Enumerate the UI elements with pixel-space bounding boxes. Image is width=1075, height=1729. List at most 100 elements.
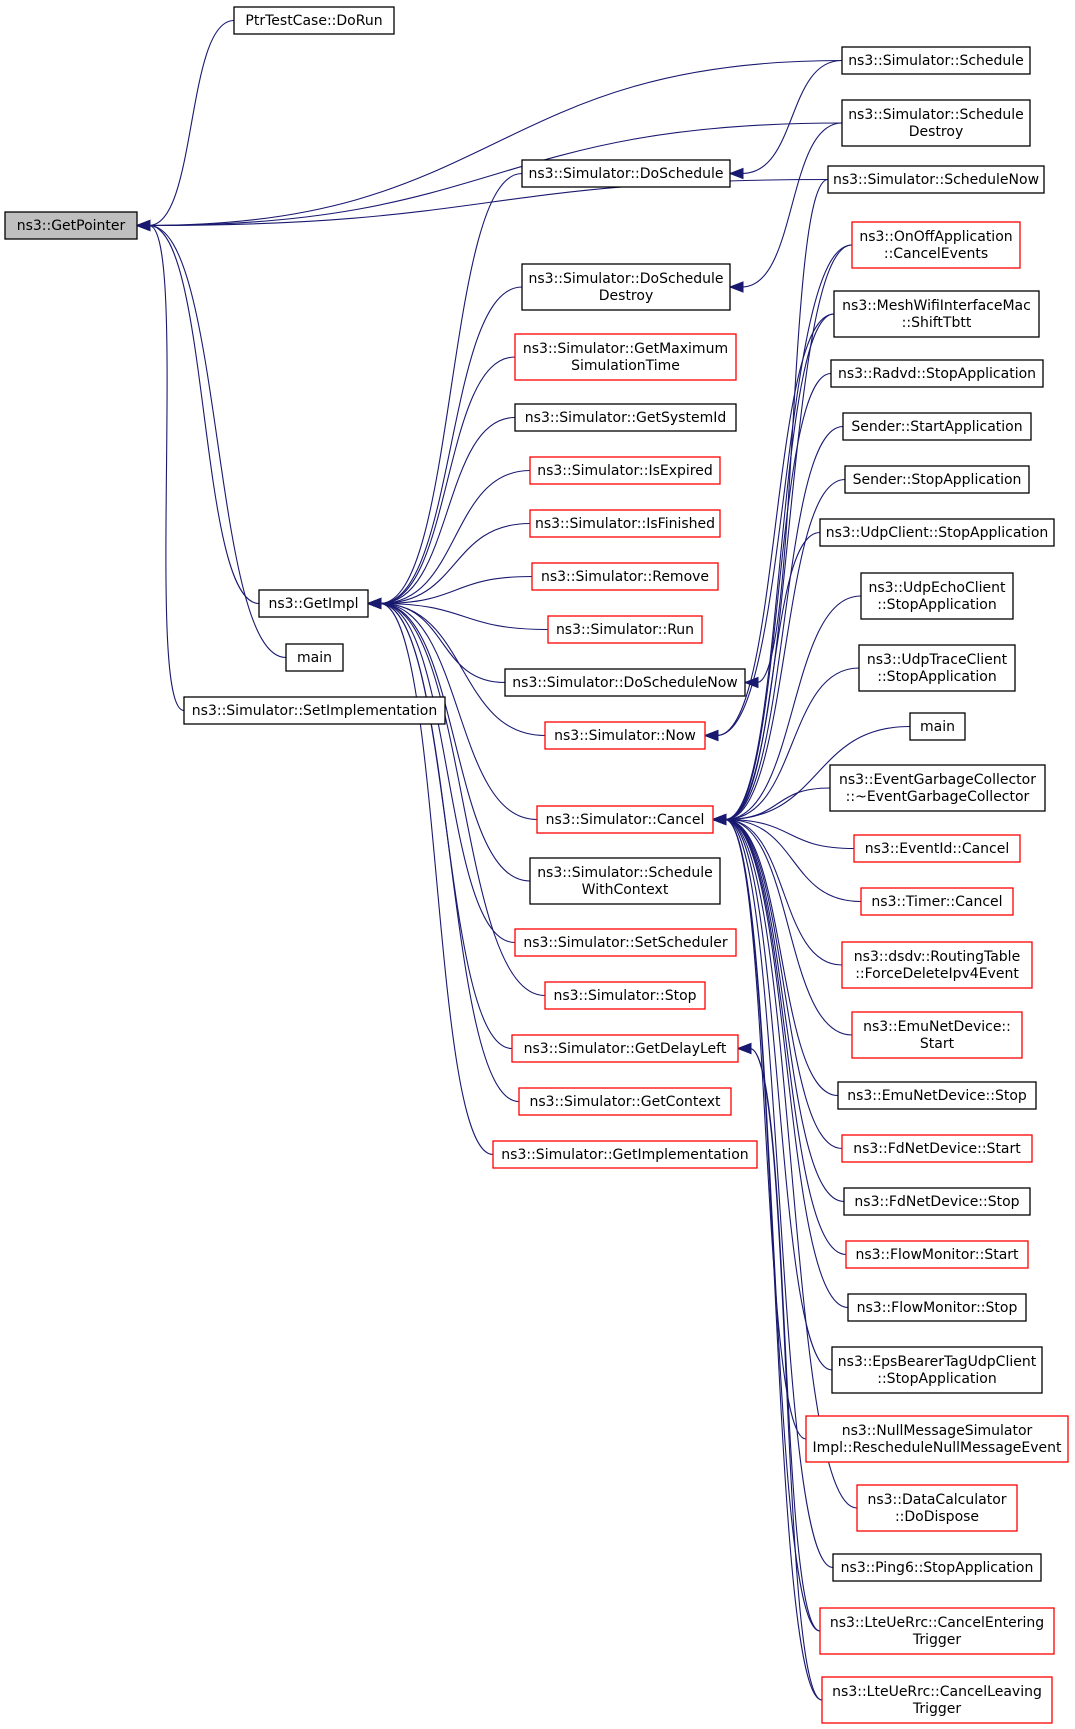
node-fdstart[interactable]: ns3::FdNetDevice::Start <box>841 1134 1033 1163</box>
node-stop[interactable]: ns3::Simulator::Stop <box>544 981 706 1010</box>
node-datacalc[interactable]: ns3::DataCalculator::DoDispose <box>856 1484 1018 1532</box>
node-now[interactable]: ns3::Simulator::Now <box>544 721 706 750</box>
node-run[interactable]: ns3::Simulator::Run <box>547 615 703 644</box>
node-box <box>258 589 369 618</box>
node-label: ns3::MeshWifiInterfaceMac <box>842 298 1031 314</box>
node-doschedulenow[interactable]: ns3::Simulator::DoScheduleNow <box>504 668 746 697</box>
node-label: Impl::RescheduleNullMessageEvent <box>812 1440 1062 1456</box>
node-ptrtestcase[interactable]: PtrTestCase::DoRun <box>233 6 395 35</box>
node-senderstart[interactable]: Sender::StartApplication <box>842 412 1032 441</box>
edge-schedule-to-getpointer <box>148 59 843 227</box>
node-label: Destroy <box>599 288 653 304</box>
node-getimpl[interactable]: ns3::GetImpl <box>258 589 369 618</box>
edge-stop-to-getimpl <box>379 602 546 997</box>
node-timer[interactable]: ns3::Timer::Cancel <box>860 887 1014 916</box>
node-box <box>841 1134 1033 1163</box>
node-nullmsg[interactable]: ns3::NullMessageSimulatorImpl::Reschedul… <box>805 1415 1069 1463</box>
node-label: ns3::FlowMonitor::Stop <box>857 1300 1018 1316</box>
node-box <box>851 1011 1023 1059</box>
node-label: main <box>920 719 955 735</box>
node-getimplementation[interactable]: ns3::Simulator::GetImplementation <box>492 1140 758 1169</box>
node-label: ns3::Simulator::Remove <box>541 569 709 585</box>
node-label: ns3::GetPointer <box>17 218 126 234</box>
node-main2[interactable]: main <box>909 712 966 741</box>
node-getsystemid[interactable]: ns3::Simulator::GetSystemId <box>514 403 737 432</box>
node-label: ns3::Simulator::IsExpired <box>537 463 713 479</box>
node-label: ::StopApplication <box>877 669 997 685</box>
node-label: ns3::UdpTraceClient <box>867 652 1008 668</box>
edge-schedule-to-doschedule <box>741 59 843 175</box>
edge-getcontext-to-getimpl <box>379 602 520 1103</box>
node-epsbearer[interactable]: ns3::EpsBearerTagUdpClient::StopApplicat… <box>831 1346 1043 1394</box>
node-box <box>4 211 138 240</box>
node-box <box>860 572 1014 620</box>
node-isfinished[interactable]: ns3::Simulator::IsFinished <box>529 509 721 538</box>
edge-timer-to-cancel <box>724 818 862 903</box>
node-setimpl[interactable]: ns3::Simulator::SetImplementation <box>183 696 446 725</box>
node-label: ns3::UdpEchoClient <box>868 580 1006 596</box>
edge-senderstop-to-cancel <box>724 478 846 821</box>
node-box <box>544 981 706 1010</box>
node-fmstart[interactable]: ns3::FlowMonitor::Start <box>845 1240 1029 1269</box>
node-label: ns3::OnOffApplication <box>859 229 1012 245</box>
node-box <box>536 805 714 834</box>
node-meshwifi[interactable]: ns3::MeshWifiInterfaceMac::ShiftTbtt <box>833 290 1040 338</box>
node-udpclient[interactable]: ns3::UdpClient::StopApplication <box>819 518 1055 547</box>
node-label: ::ShiftTbtt <box>902 315 972 331</box>
node-udptrace[interactable]: ns3::UdpTraceClient::StopApplication <box>858 644 1016 692</box>
node-label: ns3::Simulator::Cancel <box>546 812 705 828</box>
node-eventid[interactable]: ns3::EventId::Cancel <box>853 834 1021 863</box>
node-box <box>833 290 1040 338</box>
node-fmstop[interactable]: ns3::FlowMonitor::Stop <box>847 1293 1027 1322</box>
node-remove[interactable]: ns3::Simulator::Remove <box>531 562 719 591</box>
node-radvd[interactable]: ns3::Radvd::StopApplication <box>830 359 1044 388</box>
edge-lteleaving-to-getdelayleft <box>749 1047 823 1701</box>
edge-radvd-to-cancel <box>724 372 832 821</box>
node-setscheduler[interactable]: ns3::Simulator::SetScheduler <box>514 928 737 957</box>
node-box <box>492 1140 758 1169</box>
node-egc[interactable]: ns3::EventGarbageCollector::~EventGarbag… <box>829 764 1046 812</box>
node-box <box>847 1293 1027 1322</box>
edge-fmstop-to-cancel <box>724 818 849 1309</box>
node-udpecho[interactable]: ns3::UdpEchoClient::StopApplication <box>860 572 1014 620</box>
node-emustart[interactable]: ns3::EmuNetDevice::Start <box>851 1011 1023 1059</box>
node-main1[interactable]: main <box>285 643 344 672</box>
node-ping6[interactable]: ns3::Ping6::StopApplication <box>832 1553 1042 1582</box>
node-cancel[interactable]: ns3::Simulator::Cancel <box>536 805 714 834</box>
node-fdstop[interactable]: ns3::FdNetDevice::Stop <box>843 1187 1031 1216</box>
node-label: ns3::Simulator::GetImplementation <box>501 1147 748 1163</box>
node-emustop[interactable]: ns3::EmuNetDevice::Stop <box>837 1081 1037 1110</box>
node-getdelayleft[interactable]: ns3::Simulator::GetDelayLeft <box>511 1034 739 1063</box>
node-schedulenow[interactable]: ns3::Simulator::ScheduleNow <box>827 165 1045 194</box>
node-label: ns3::Simulator::GetContext <box>529 1094 721 1110</box>
node-schedule[interactable]: ns3::Simulator::Schedule <box>841 46 1031 75</box>
node-doschedule[interactable]: ns3::Simulator::DoSchedule <box>521 159 731 188</box>
node-box <box>233 6 395 35</box>
node-box <box>844 465 1030 494</box>
node-senderstop[interactable]: Sender::StopApplication <box>844 465 1030 494</box>
node-dsdv[interactable]: ns3::dsdv::RoutingTable::ForceDeleteIpv4… <box>841 941 1033 989</box>
node-getcontext[interactable]: ns3::Simulator::GetContext <box>518 1087 732 1116</box>
node-label: ns3::Simulator::GetMaximum <box>523 341 728 357</box>
edge-dsdv-to-cancel <box>724 818 843 966</box>
edge-run-to-getimpl <box>379 602 549 631</box>
edge-senderstart-to-cancel <box>724 425 844 821</box>
node-box <box>511 1034 739 1063</box>
edge-main1-to-getpointer <box>148 224 287 659</box>
node-label: ns3::Simulator::Schedule <box>848 53 1024 69</box>
arrowhead <box>736 1042 752 1055</box>
node-box <box>829 764 1046 812</box>
edge-cancel-to-getimpl <box>379 602 538 821</box>
node-label: ns3::FdNetDevice::Start <box>853 1141 1021 1157</box>
node-onoff[interactable]: ns3::OnOffApplication::CancelEvents <box>851 221 1021 269</box>
node-isexpired[interactable]: ns3::Simulator::IsExpired <box>529 456 721 485</box>
node-getpointer[interactable]: ns3::GetPointer <box>4 211 138 240</box>
edge-fdstop-to-cancel <box>724 818 845 1203</box>
node-box <box>529 456 721 485</box>
